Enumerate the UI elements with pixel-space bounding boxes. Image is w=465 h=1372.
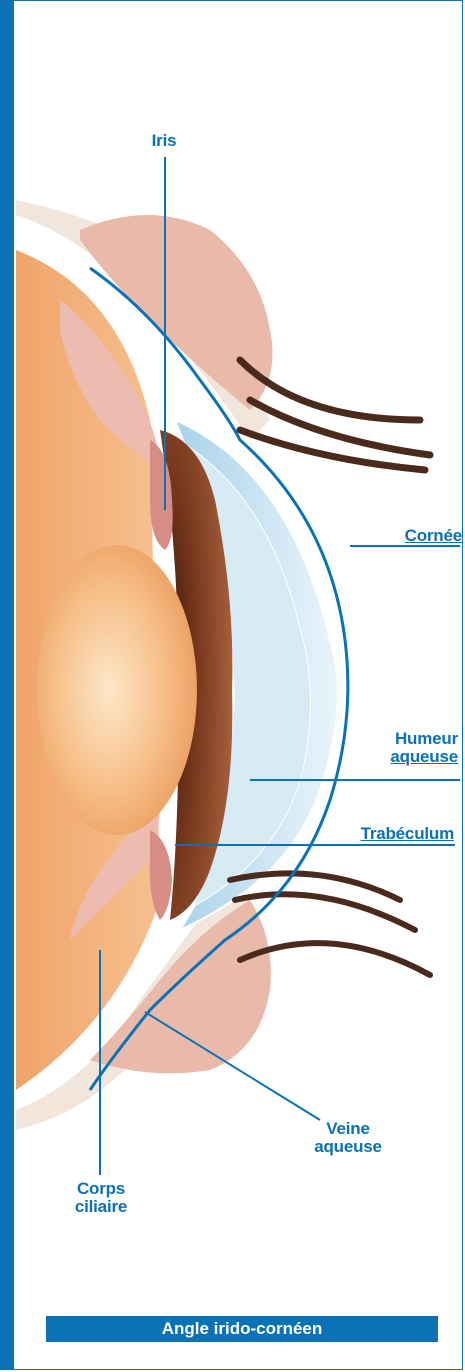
label-corps-ciliaire: Corps ciliaire — [56, 1180, 146, 1216]
label-humeur-line2: aqueuse — [340, 748, 458, 766]
label-humeur-aqueuse: Humeur aqueuse — [340, 730, 458, 766]
crystalline-lens — [37, 545, 197, 835]
label-corps-line1: Corps — [56, 1180, 146, 1198]
label-veine-line1: Veine — [298, 1120, 398, 1138]
label-trabeculum: Trabéculum — [330, 825, 454, 843]
label-veine-aqueuse: Veine aqueuse — [298, 1120, 398, 1156]
label-veine-line2: aqueuse — [298, 1138, 398, 1156]
figure-caption-bar: Angle irido-cornéen — [46, 1316, 438, 1342]
label-humeur-line1: Humeur — [340, 730, 458, 748]
label-corps-line2: ciliaire — [56, 1198, 146, 1216]
label-cornee: Cornée — [380, 527, 462, 545]
figure-caption: Angle irido-cornéen — [162, 1319, 323, 1339]
label-iris: Iris — [140, 132, 188, 150]
